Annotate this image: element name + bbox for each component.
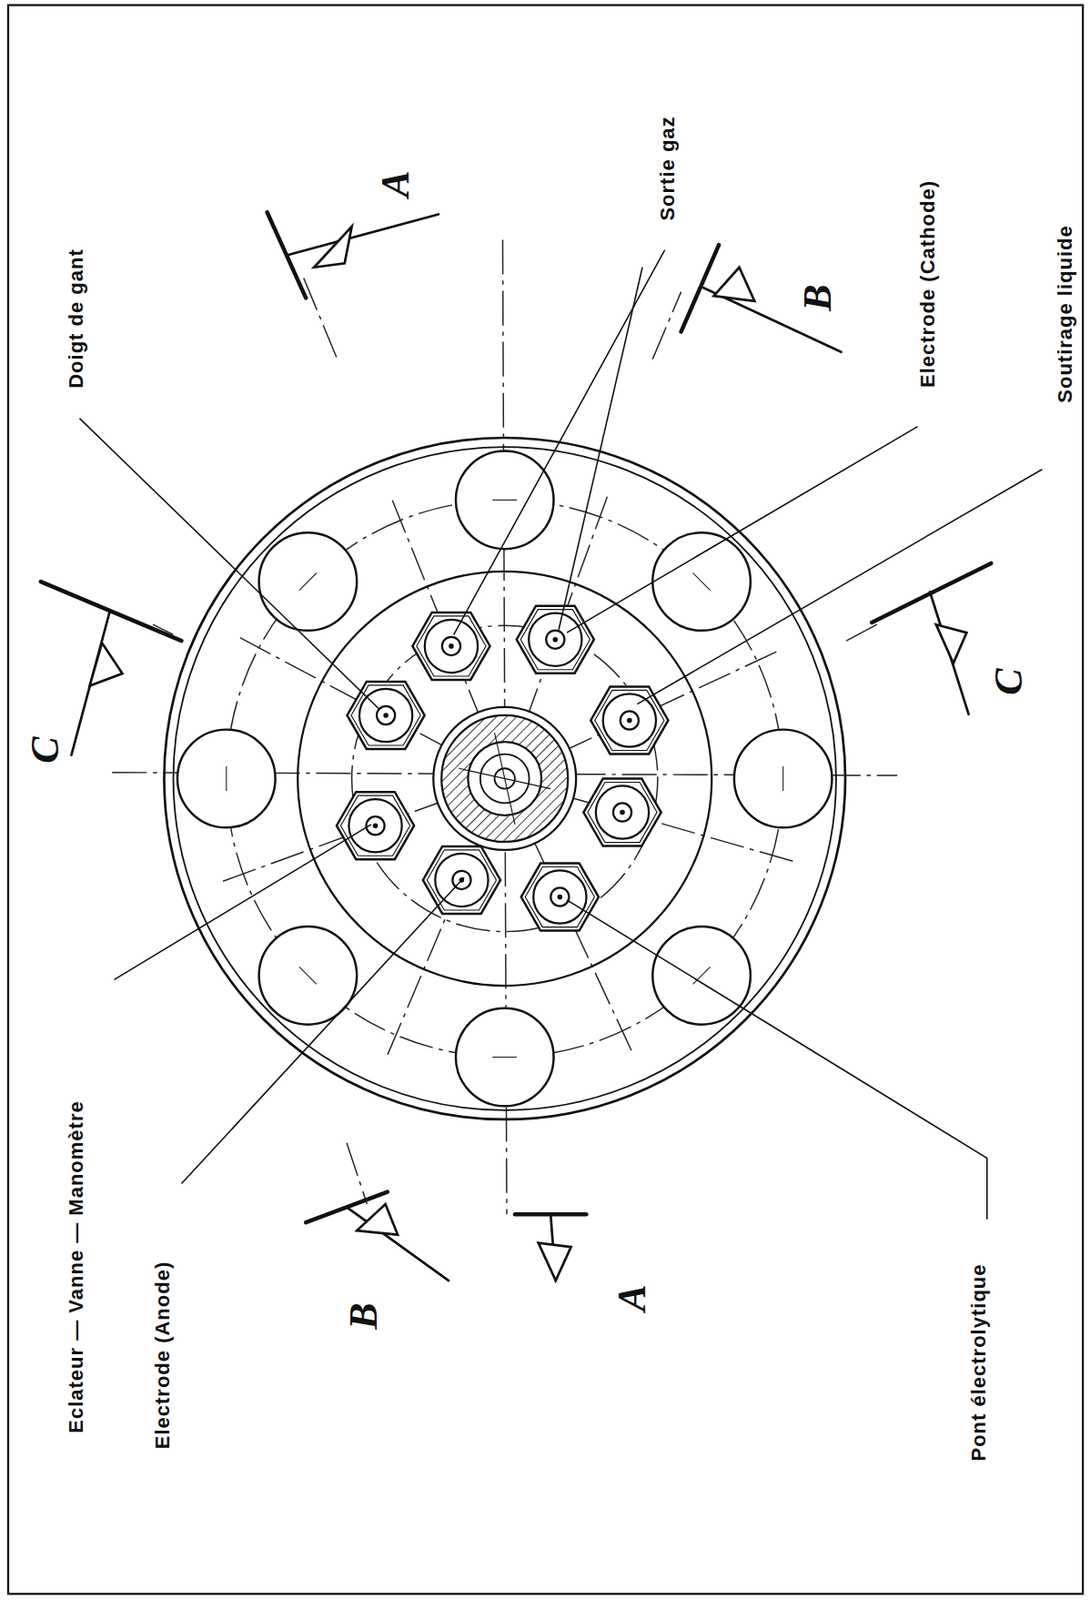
section-letter: B [343,1302,384,1330]
section-letter: A [612,1283,653,1311]
part-label: Electrode (Cathode) [917,178,939,390]
section-letter: B [797,284,838,312]
section-letter: C [25,736,66,763]
part-label: Soutirage liquide [1054,223,1077,405]
section-letter: C [989,667,1030,695]
part-label: Eclateur — Vanne — Manomètre [65,1099,88,1435]
section-letter: A [375,170,416,197]
part-label: Pont électrolytique [968,1261,990,1463]
part-label: Doigt de gant [65,246,88,391]
part-label: Electrode (Anode) [151,1259,174,1451]
part-label: Sortie gaz [656,113,679,223]
